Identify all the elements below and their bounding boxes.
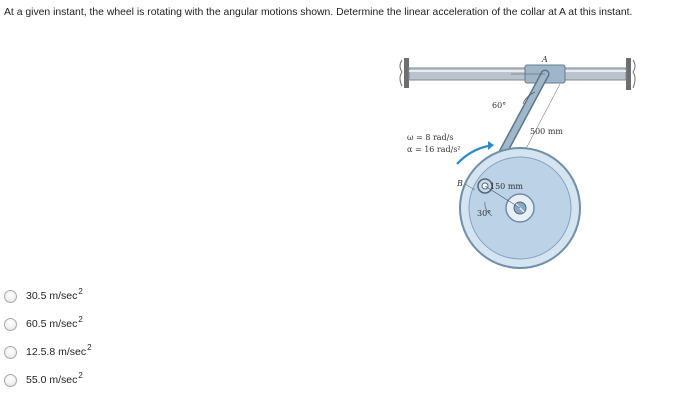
option-value: 55.0 m/sec	[26, 374, 78, 386]
right-support	[626, 58, 636, 90]
radius-line	[484, 185, 521, 209]
option-value: 60.5 m/sec	[26, 318, 78, 330]
angle-top-label: 60°	[492, 101, 506, 110]
rotation-arrow-icon	[456, 141, 494, 165]
question-text: At a given instant, the wheel is rotatin…	[4, 7, 633, 18]
option-value: 12.5.8 m/sec	[26, 346, 87, 358]
option-exponent: 2	[78, 371, 83, 380]
option-label: 30.5 m/sec2	[26, 287, 83, 302]
label-b: B	[456, 179, 463, 188]
angle-bottom-label: 30°	[477, 209, 491, 218]
option-exponent: 2	[78, 287, 83, 296]
radio-button[interactable]	[4, 345, 17, 359]
left-support	[399, 58, 409, 88]
angle-arc-top	[522, 91, 536, 105]
option-value: 30.5 m/sec	[26, 290, 78, 302]
radio-button[interactable]	[4, 317, 17, 331]
option-55-0[interactable]: 55.0 m/sec2	[4, 366, 204, 394]
angle-arc-bottom	[484, 201, 493, 217]
radius-label: 150 mm	[490, 182, 523, 191]
option-12-5-8[interactable]: 12.5.8 m/sec2	[4, 338, 204, 366]
radio-button[interactable]	[4, 289, 17, 303]
answer-options: 30.5 m/sec2 60.5 m/sec2 12.5.8 m/sec2 55…	[4, 282, 204, 394]
option-exponent: 2	[78, 315, 83, 324]
label-b-leader	[464, 183, 476, 191]
option-60-5[interactable]: 60.5 m/sec2	[4, 310, 204, 338]
option-label: 12.5.8 m/sec2	[26, 343, 92, 358]
alpha-label: α = 16 rad/s²	[407, 145, 461, 154]
mechanism-figure: A 60° 500 mm B 150 mm	[394, 48, 644, 298]
rod-length-label: 500 mm	[530, 127, 563, 136]
omega-label: ω = 8 rad/s	[407, 133, 453, 142]
radio-button[interactable]	[4, 373, 17, 387]
option-30-5[interactable]: 30.5 m/sec2	[4, 282, 204, 310]
option-exponent: 2	[87, 343, 92, 352]
label-a: A	[541, 55, 548, 64]
option-label: 60.5 m/sec2	[26, 315, 83, 330]
option-label: 55.0 m/sec2	[26, 371, 83, 386]
